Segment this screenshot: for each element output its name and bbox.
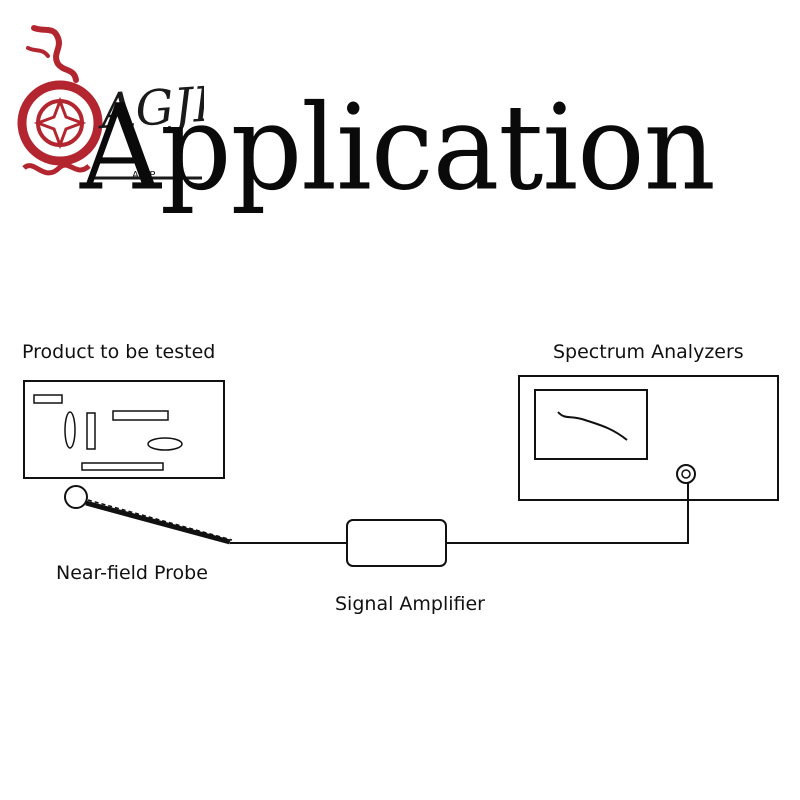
analyzer-input-port [676,464,696,484]
analyzer-trace [557,411,628,441]
board-component [81,462,164,471]
board-component [33,394,63,404]
logo-subtext: AGJP [132,170,155,181]
probe-handle [85,500,231,545]
product-label: Product to be tested [22,341,216,363]
page-title: Application [80,80,716,218]
probe-label: Near-field Probe [56,562,208,584]
board-component [147,437,183,451]
cable-amplifier-analyzer [446,482,689,544]
probe-loop [64,485,88,509]
signal-amplifier [346,519,447,567]
spectrum-analyzer [518,375,779,501]
product-board [23,380,225,479]
board-component [86,412,96,450]
board-component [112,410,169,421]
analyzer-label: Spectrum Analyzers [553,341,744,363]
analyzer-screen [534,389,648,460]
amplifier-label: Signal Amplifier [335,593,485,615]
board-component [64,411,76,449]
